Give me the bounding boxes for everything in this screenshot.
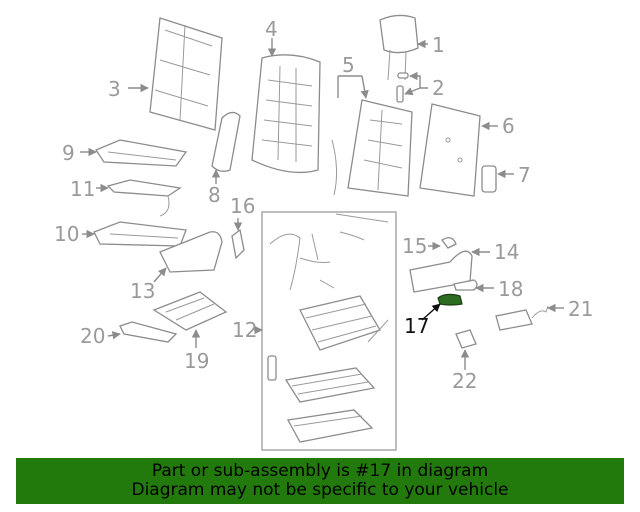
banner-line-2: Diagram may not be specific to your vehi…: [131, 480, 509, 500]
leader-5: [337, 75, 366, 98]
callout-3[interactable]: 3: [108, 77, 121, 101]
callout-17-highlighted[interactable]: 17: [404, 314, 429, 338]
seat-back-pad-part[interactable]: [251, 54, 321, 174]
callout-1[interactable]: 1: [432, 33, 445, 57]
banner-line-1: Part or sub-assembly is #17 in diagram: [151, 461, 489, 481]
callout-4[interactable]: 4: [265, 17, 278, 41]
tray-part[interactable]: [152, 291, 228, 331]
callout-5[interactable]: 5: [342, 53, 355, 77]
callout-13[interactable]: 13: [130, 279, 155, 303]
seat-adjuster-box[interactable]: [261, 211, 397, 451]
headrest-part[interactable]: [379, 14, 419, 81]
callout-19[interactable]: 19: [184, 349, 209, 373]
small-arm-part[interactable]: [441, 237, 457, 249]
callout-16[interactable]: 16: [230, 194, 255, 218]
seat-back-frame-part[interactable]: [331, 99, 413, 197]
highlighted-part-17[interactable]: [437, 293, 463, 306]
callout-9[interactable]: 9: [62, 141, 75, 165]
headrest-guides-part[interactable]: [396, 72, 409, 103]
callout-14[interactable]: 14: [494, 240, 519, 264]
clip-part[interactable]: [231, 228, 245, 260]
callout-11[interactable]: 11: [70, 177, 95, 201]
callout-20[interactable]: 20: [80, 324, 105, 348]
bracket-part[interactable]: [119, 321, 178, 343]
rear-panel-part[interactable]: [419, 103, 481, 197]
cushion-cover-part[interactable]: [95, 139, 188, 167]
callout-6[interactable]: 6: [502, 114, 515, 138]
connector-part[interactable]: [455, 329, 477, 349]
cushion-pad-part[interactable]: [93, 221, 187, 247]
callout-8[interactable]: 8: [208, 183, 221, 207]
heater-mat-part[interactable]: [106, 179, 182, 217]
leader-2b: [404, 87, 421, 96]
callout-2[interactable]: 2: [432, 76, 445, 100]
leader-2: [409, 71, 428, 89]
leader-20: [107, 331, 121, 340]
side-trim-part[interactable]: [409, 250, 473, 293]
callout-18[interactable]: 18: [498, 277, 523, 301]
callout-12[interactable]: 12: [232, 318, 257, 342]
leader-13: [153, 267, 167, 283]
callout-15[interactable]: 15: [402, 234, 427, 258]
wire-harness-part[interactable]: [495, 305, 549, 331]
callout-21[interactable]: 21: [568, 297, 593, 321]
seat-back-cover-part[interactable]: [149, 17, 223, 131]
callout-22[interactable]: 22: [452, 369, 477, 393]
callout-10[interactable]: 10: [54, 222, 79, 246]
side-shield-part[interactable]: [159, 231, 223, 273]
latch-part[interactable]: [481, 165, 497, 193]
info-banner: Part or sub-assembly is #17 in diagram D…: [16, 458, 624, 504]
side-bolster-part[interactable]: [211, 111, 241, 172]
leader-17: [421, 303, 441, 321]
callout-7[interactable]: 7: [518, 163, 531, 187]
